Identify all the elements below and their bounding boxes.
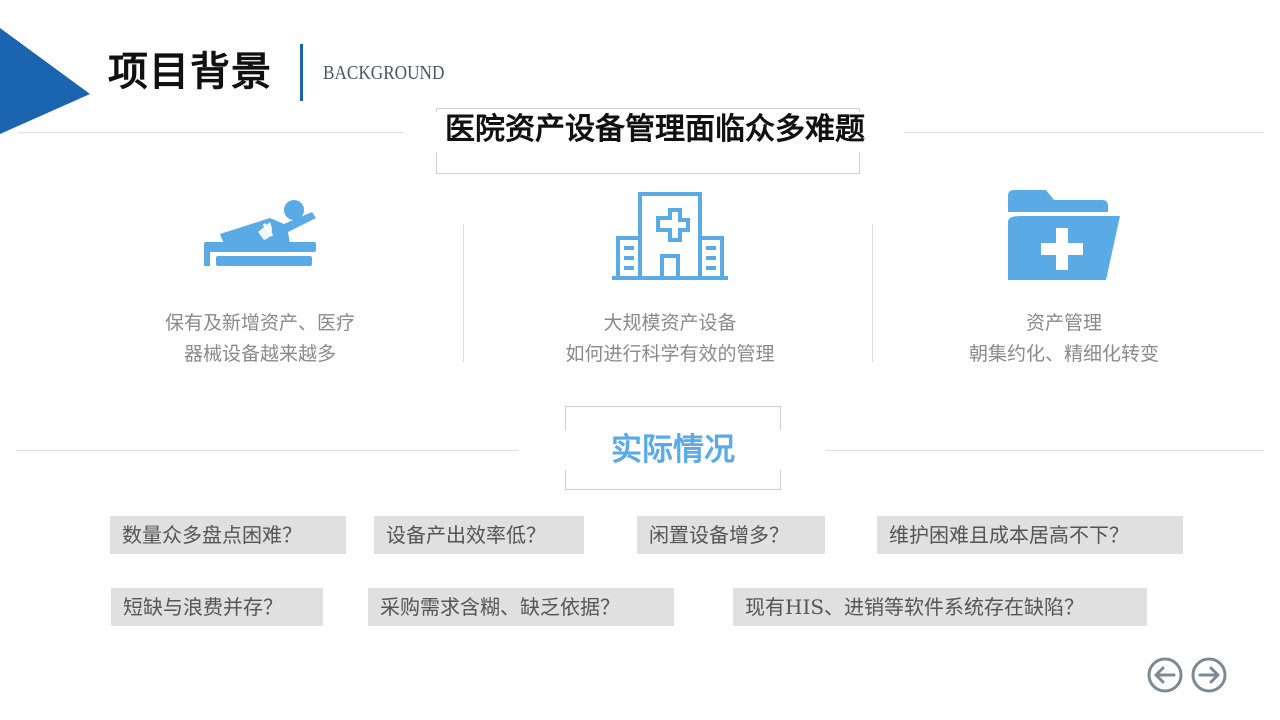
issue-tag: 现有HIS、进销等软件系统存在缺陷？ xyxy=(733,588,1147,626)
arrow-left-circle-icon xyxy=(1147,657,1183,693)
corner-triangle-decoration xyxy=(0,28,90,134)
headline-mask xyxy=(404,112,904,152)
issue-tag: 数量众多盘点困难？ xyxy=(110,516,346,554)
reality-mask xyxy=(518,430,826,470)
issue-tag: 闲置设备增多？ xyxy=(637,516,825,554)
title-divider xyxy=(300,44,303,101)
problem-headline: 医院资产设备管理面临众多难题 xyxy=(445,112,865,147)
hospital-building-icon xyxy=(612,192,728,280)
medical-folder-icon xyxy=(1008,190,1120,280)
problem-item-3-line1: 资产管理 xyxy=(1025,312,1102,334)
problem-item-2-line1: 大规模资产设备 xyxy=(603,312,737,334)
column-divider xyxy=(463,224,464,362)
problem-item-2-line2: 如何进行科学有效的管理 xyxy=(565,343,775,365)
issue-tag: 短缺与浪费并存？ xyxy=(111,588,323,626)
issue-tag: 设备产出效率低？ xyxy=(374,516,584,554)
problem-item-1-line2: 器械设备越来越多 xyxy=(183,343,336,365)
problem-item-3: 资产管理 朝集约化、精细化转变 xyxy=(904,308,1224,370)
arrow-right-circle-icon xyxy=(1191,657,1227,693)
problem-item-1: 保有及新增资产、医疗 器械设备越来越多 xyxy=(100,308,420,370)
page-subtitle-en: BACKGROUND xyxy=(323,62,445,84)
column-divider xyxy=(872,224,873,362)
next-slide-button[interactable] xyxy=(1190,656,1228,694)
prev-slide-button[interactable] xyxy=(1146,656,1184,694)
patient-bed-icon xyxy=(204,200,316,266)
problem-item-2: 大规模资产设备 如何进行科学有效的管理 xyxy=(510,308,830,370)
page-title: 项目背景 xyxy=(108,48,272,95)
problem-item-1-line1: 保有及新增资产、医疗 xyxy=(164,312,355,334)
issue-tag: 采购需求含糊、缺乏依据？ xyxy=(368,588,674,626)
reality-title: 实际情况 xyxy=(611,432,735,468)
issue-tag: 维护困难且成本居高不下？ xyxy=(877,516,1183,554)
problem-item-3-line2: 朝集约化、精细化转变 xyxy=(968,343,1159,365)
